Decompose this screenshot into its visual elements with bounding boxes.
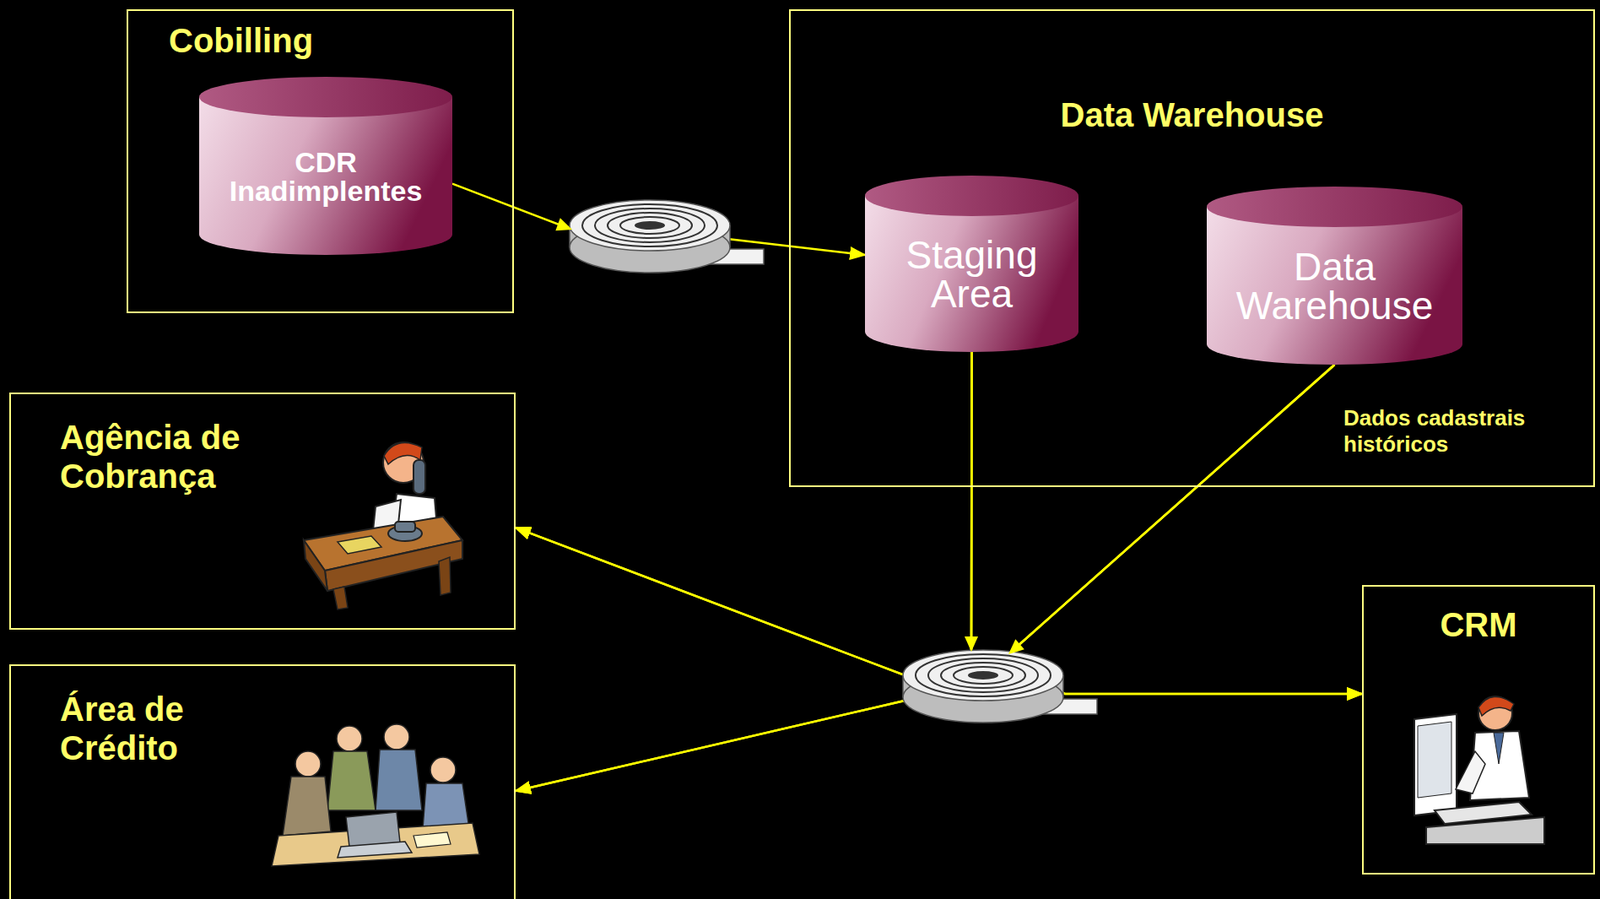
database-cylinder: CDR Inadimplentes [199,76,453,255]
data-flow-arrow [971,351,1363,694]
data-flow-arrow [515,351,973,791]
note-label: Dados cadastrais históricos [1343,405,1573,458]
box-heading: Área de Crédito [59,689,271,768]
cylinder-body [199,97,453,255]
system-box: CDR Inadimplentes Cobilling [126,9,514,314]
team-meeting-illustration [271,724,480,866]
data-flow-arrow [515,364,1336,791]
cylinder-top [199,76,453,118]
cylinder-top [1206,186,1463,228]
database-label: Staging Area [864,216,1079,332]
database-cylinder: Staging Area [864,175,1079,352]
cylinder-body [1206,206,1463,365]
system-box: CRM [1362,584,1595,875]
data-flow-arrow [1008,364,1363,694]
arrowhead [555,217,574,236]
cylinder-top [864,175,1079,217]
database-label: CDR Inadimplentes [199,117,453,235]
department-box: Área de Crédito [9,664,516,899]
box-heading: Data Warehouse [790,95,1594,135]
database-label: Data Warehouse [1206,227,1463,345]
cylinder-body [864,195,1079,352]
tape-reel [569,200,764,273]
box-heading: CRM [1363,605,1594,644]
tape-reel [902,649,1098,723]
data-flow-arrow [515,351,973,676]
arrowhead [1004,638,1025,660]
phone-clerk-illustration [303,442,463,610]
database-cylinder: Data Warehouse [1206,186,1463,365]
arrowhead [964,636,979,652]
box-heading: Agência de Cobrança [59,417,305,496]
data-flow-arrow [515,364,1336,676]
crm-operator-illustration [1414,696,1545,844]
department-box: Agência de Cobrança [9,392,516,630]
box-heading: Cobilling [168,21,490,60]
